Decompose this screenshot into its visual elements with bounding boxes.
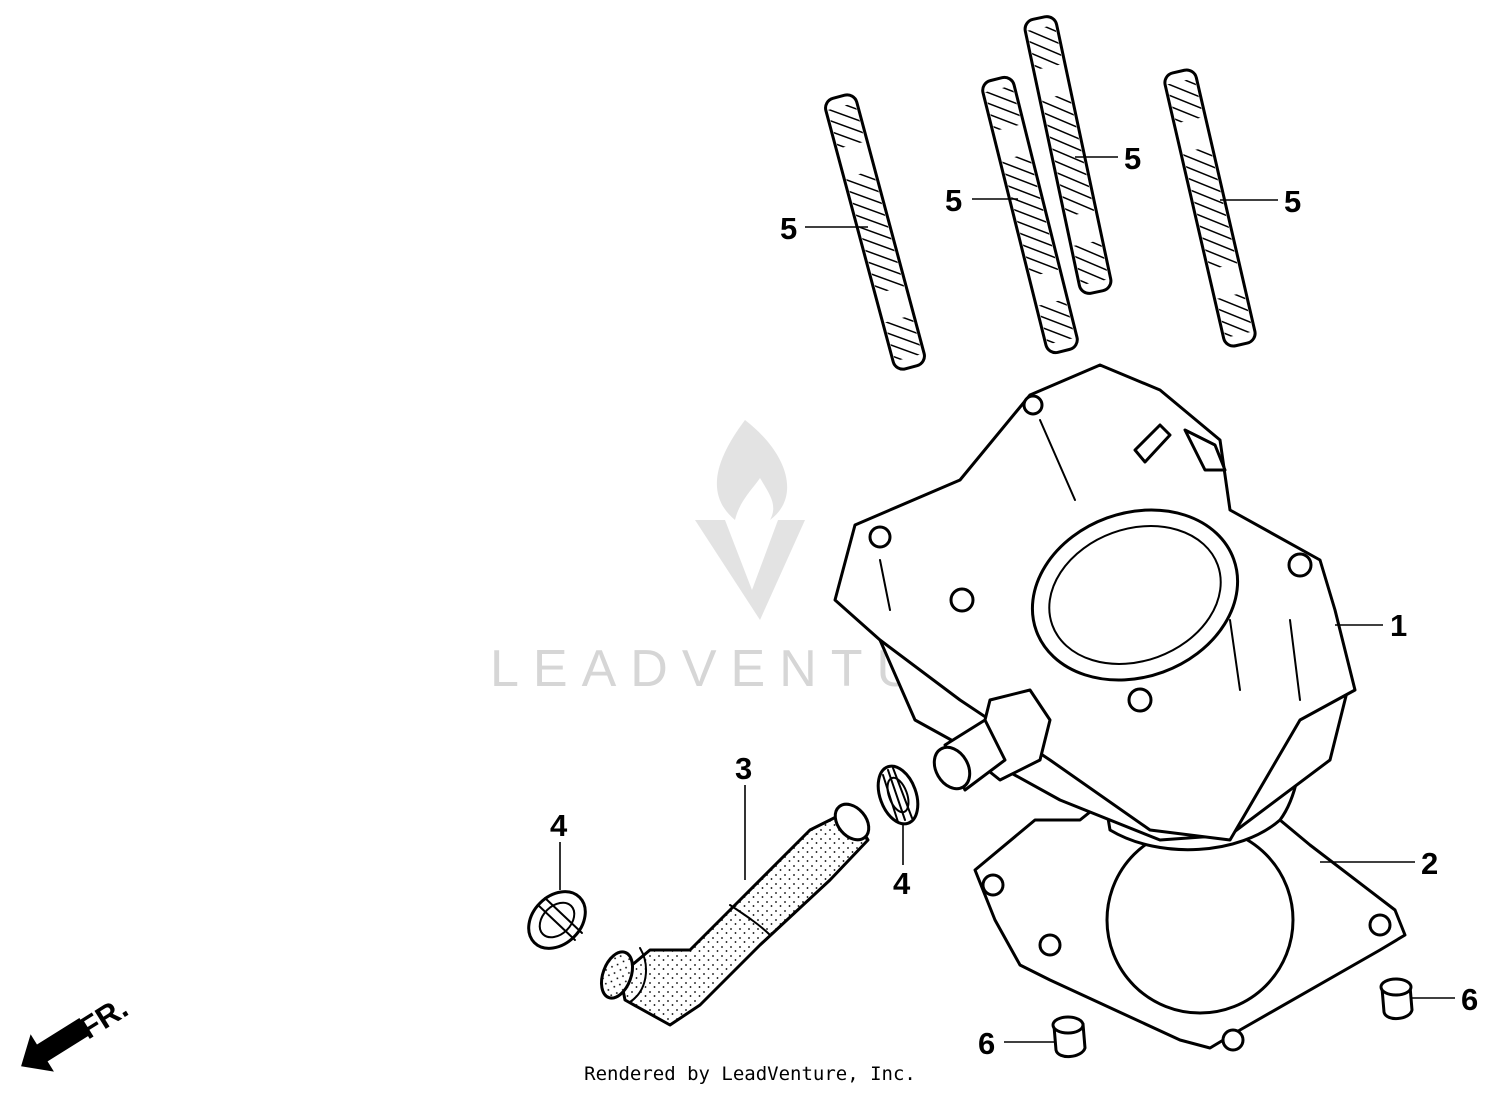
callout-stud-1: 5 <box>780 211 797 246</box>
callout-clamp-right: 4 <box>893 866 911 901</box>
callout-dowel-left: 6 <box>978 1026 995 1061</box>
callout-stud-3: 5 <box>1124 141 1141 176</box>
leader-lines <box>559 156 1455 1043</box>
stud-bolt <box>1163 68 1257 348</box>
hose-clamp <box>876 764 920 826</box>
callout-dowel-right: 6 <box>1461 982 1478 1017</box>
render-credit: Rendered by LeadVenture, Inc. <box>584 1063 916 1085</box>
dowel-pin <box>1051 1015 1087 1058</box>
callout-stud-2: 5 <box>945 183 962 218</box>
callout-cylinder: 1 <box>1390 608 1407 643</box>
dowel-pin <box>1379 977 1414 1020</box>
callout-hose: 3 <box>735 751 752 786</box>
front-arrow-icon <box>21 1017 90 1072</box>
cylinder-block <box>833 363 1357 852</box>
stud-bolt <box>824 93 926 371</box>
hose-clamp <box>527 890 587 950</box>
stud-bolt <box>1023 15 1113 295</box>
cylinder-gasket <box>973 793 1407 1052</box>
callout-clamp-left: 4 <box>550 808 568 843</box>
water-hose <box>599 802 871 1027</box>
callout-gasket: 2 <box>1421 846 1438 881</box>
watermark-logo <box>695 420 805 620</box>
stud-bolt <box>981 75 1079 355</box>
callout-stud-4: 5 <box>1284 184 1301 219</box>
